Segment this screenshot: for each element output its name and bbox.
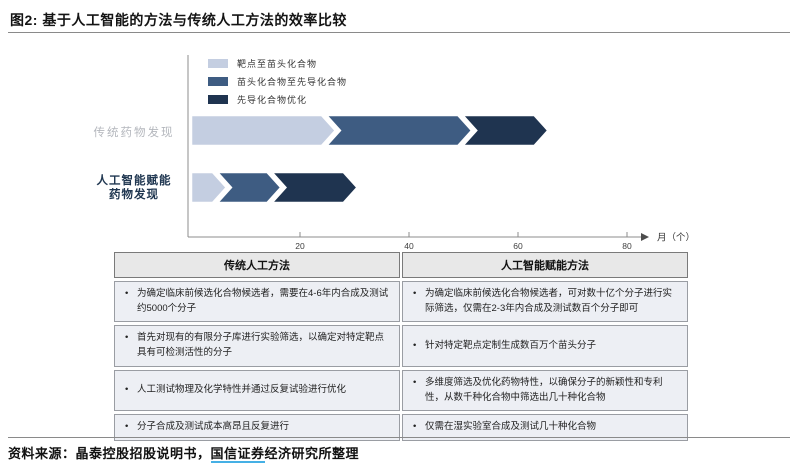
footer-divider <box>8 437 790 438</box>
arrow-segment <box>189 170 229 205</box>
chart-legend: 靶点至苗头化合物苗头化合物至先导化合物先导化合物优化 <box>208 57 347 111</box>
table-cell-text: 首先对现有的有限分子库进行实验筛选，以确定对特定靶点具有可检测活性的分子 <box>124 331 389 360</box>
table-cell: 为确定临床前候选化合物候选者，可对数十亿个分子进行实际筛选，仅需在2-3年内合成… <box>402 281 688 323</box>
table-cell-text: 多维度筛选及优化药物特性，以确保分子的新颖性和专利性，从数千种化合物中筛选出几十… <box>412 376 677 405</box>
x-axis-label: 月（个） <box>657 232 695 244</box>
table-row: 人工测试物理及化学特性并通过反复试验进行优化 多维度筛选及优化药物特性，以确保分子… <box>114 369 688 412</box>
source-link[interactable]: 国信证券 <box>210 446 265 463</box>
table-header-ai: 人工智能赋能方法 <box>402 252 688 278</box>
source-suffix: 经济研究所整理 <box>264 446 360 461</box>
legend-swatch <box>208 77 228 86</box>
table-row: 为确定临床前候选化合物候选者，需要在4-6年内合成及测试约5000个分子为确定临… <box>114 281 688 323</box>
legend-swatch <box>208 59 228 68</box>
arrow-segment <box>268 170 360 205</box>
table-cell-text: 分子合成及测试成本高昂且反复进行 <box>124 420 389 435</box>
comparison-table-body: 为确定临床前候选化合物候选者，需要在4-6年内合成及测试约5000个分子为确定临… <box>114 281 688 442</box>
table-cell-text: 人工测试物理及化学特性并通过反复试验进行优化 <box>124 383 389 398</box>
table-cell: 首先对现有的有限分子库进行实验筛选，以确定对特定靶点具有可检测活性的分子 <box>114 325 400 367</box>
arrow-segment <box>213 170 283 205</box>
axis-arrowhead-icon <box>641 233 649 241</box>
table-cell-text: 为确定临床前候选化合物候选者，可对数十亿个分子进行实际筛选，仅需在2-3年内合成… <box>412 287 677 316</box>
table-cell-text: 为确定临床前候选化合物候选者，需要在4-6年内合成及测试约5000个分子 <box>124 287 389 316</box>
source-prefix: 资料来源：晶泰控股招股说明书， <box>8 446 211 461</box>
arrow-segment <box>322 113 474 148</box>
table-cell: 仅需在湿实验室合成及测试几十种化合物 <box>402 414 688 442</box>
legend-item: 靶点至苗头化合物 <box>208 57 347 70</box>
legend-item: 先导化合物优化 <box>208 93 347 106</box>
legend-label: 靶点至苗头化合物 <box>237 59 318 69</box>
table-cell: 分子合成及测试成本高昂且反复进行 <box>114 414 400 442</box>
legend-label: 苗头化合物至先导化合物 <box>237 77 348 87</box>
table-cell: 针对特定靶点定制生成数百万个苗头分子 <box>402 325 688 367</box>
source-note: 资料来源：晶泰控股招股说明书，国信证券经济研究所整理 <box>8 443 360 463</box>
comparison-table-head: 传统人工方法人工智能赋能方法 <box>114 252 688 278</box>
table-cell: 为确定临床前候选化合物候选者，需要在4-6年内合成及测试约5000个分子 <box>114 281 400 323</box>
table-row: 分子合成及测试成本高昂且反复进行 仅需在湿实验室合成及测试几十种化合物 <box>114 414 688 442</box>
table-cell: 人工测试物理及化学特性并通过反复试验进行优化 <box>114 369 400 412</box>
table-cell-text: 针对特定靶点定制生成数百万个苗头分子 <box>412 339 677 354</box>
title-divider <box>8 32 790 33</box>
legend-label: 先导化合物优化 <box>237 95 308 105</box>
arrow-segment <box>459 113 551 148</box>
table-header-traditional: 传统人工方法 <box>114 252 400 278</box>
figure-title: 图2: 基于人工智能的方法与传统人工方法的效率比较 <box>10 12 347 28</box>
chart-row-label: 传统药物发现 <box>93 127 175 139</box>
table-cell: 多维度筛选及优化药物特性，以确保分子的新颖性和专利性，从数千种化合物中筛选出几十… <box>402 369 688 412</box>
legend-swatch <box>208 95 228 104</box>
legend-item: 苗头化合物至先导化合物 <box>208 75 347 88</box>
chart-row-label: 人工智能赋能 药物发现 <box>96 175 172 201</box>
table-cell-text: 仅需在湿实验室合成及测试几十种化合物 <box>412 420 677 435</box>
arrow-segment <box>189 113 338 148</box>
table-row: 首先对现有的有限分子库进行实验筛选，以确定对特定靶点具有可检测活性的分子 针对特定… <box>114 325 688 367</box>
